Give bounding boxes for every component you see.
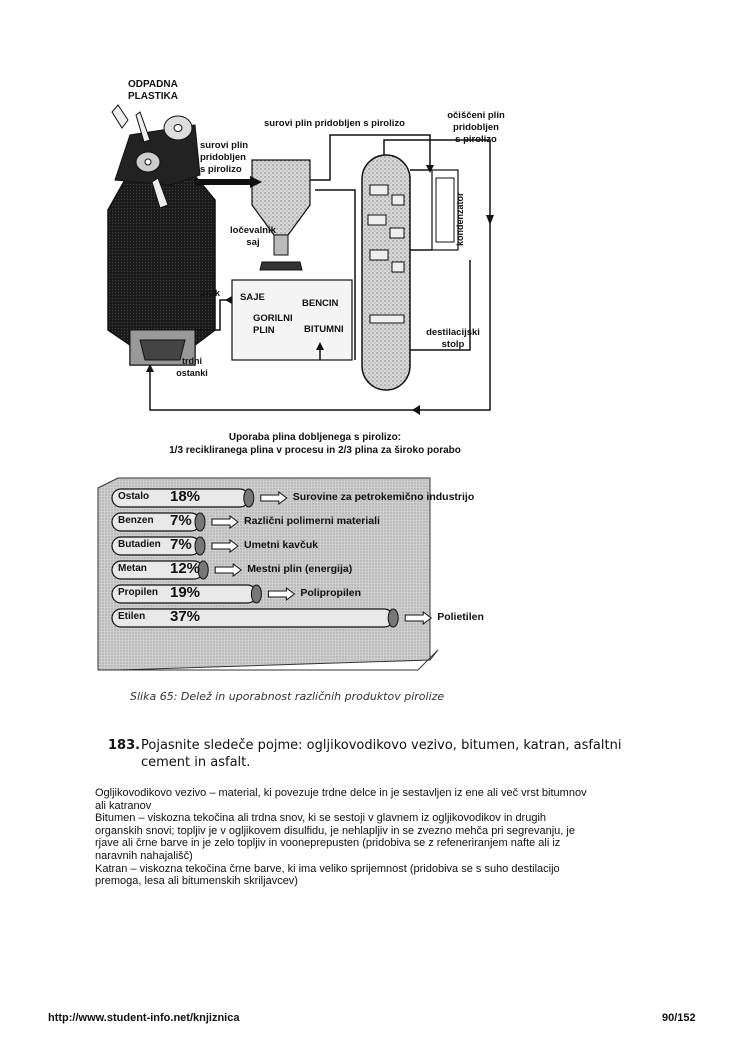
label-bitumen: BITUMNI [304,324,344,335]
pyrolysis-diagram [107,104,494,415]
product-arrow [267,587,296,601]
product-name: Butadien [118,539,161,550]
product-arrow [211,515,239,529]
answer-line: rjave ali črne barve in je zelo topljiv … [95,837,561,850]
product-arrow [260,491,288,505]
product-name: Etilen [118,611,146,622]
distillation-column [361,154,411,391]
label-residue: trdni ostanki [176,356,208,378]
product-cylinder [111,536,239,556]
products-chart [97,477,439,671]
label-usage-1: Uporaba plina dobljenega s pirolizo: [228,432,402,443]
product-percentage: 37% [170,608,201,625]
answer-block: Ogljikovodikovo vezivo – material, ki po… [95,787,650,888]
figure-caption: Slika 65: Delež in uporabnost različnih … [130,690,445,703]
product-name: Ostalo [118,491,150,502]
product-percentage: 19% [170,584,201,601]
product-cylinder [111,488,288,508]
product-arrow [214,563,243,577]
label-raw-gas-top: surovi plin pridobljen s pirolizo [264,118,405,129]
product-use: Umetni kavčuk [244,539,319,551]
label-waste-plastic: ODPADNA PLASTIKA [128,79,178,102]
label-usage-2: 1/3 recikliranega plina v procesu in 2/3… [169,445,461,456]
label-air: zrak [201,288,221,299]
product-name: Benzen [118,515,154,526]
label-clean-gas: očiščeni plin pridobljen s pirolizo [447,110,505,145]
label-separator: ločevalnik saj [230,225,276,248]
product-percentage: 12% [170,560,201,577]
page-number: 90/152 [662,1012,696,1024]
answer-line: ali katranov [95,799,152,812]
product-percentage: 7% [170,536,192,553]
product-name: Propilen [118,587,159,598]
answer-line: Bitumen – viskozna tekočina ali trdna sn… [95,812,547,825]
product-cylinder [111,560,243,580]
label-benzin: BENCIN [302,298,339,309]
product-percentage: 18% [170,488,201,505]
product-arrow [404,611,433,625]
product-use: Različni polimerni materiali [244,515,380,527]
product-arrow [211,539,239,553]
product-cylinder [111,512,239,532]
product-use: Polipropilen [300,587,362,599]
label-column: destilacijski stolp [426,327,480,350]
answer-line: naravnih nahajališč) [95,849,193,862]
answer-line: premoga, lesa ali bitumenskih skriljavce… [95,875,298,888]
product-use: Surovine za petrokemično industrijo [292,491,475,503]
answer-line: organskih snovi; topljiv je v ogljikovem… [95,824,575,837]
product-cylinder [111,608,433,628]
product-use: Mestni plin (energija) [247,563,353,575]
answer-line: Katran – viskozna tekočina črne barve, k… [95,862,560,875]
product-use: Polietilen [437,611,484,623]
label-raw-gas: surovi plin pridobljen s pirolizo [200,140,249,175]
question-number: 183. [108,738,141,753]
label-fuel-gas: GORILNI PLIN [253,313,293,336]
footer-link[interactable]: http://www.student-info.net/knjiznica [48,1012,240,1024]
label-soot: SAJE [240,292,265,303]
label-condenser: kondenzator [455,192,465,246]
answer-line: Ogljikovodikovo vezivo – material, ki po… [95,787,587,799]
question-text: Pojasnite sledeče pojme: ogljikovodikovo… [141,738,622,770]
products-box [231,279,353,361]
product-name: Metan [118,563,147,574]
product-percentage: 7% [170,512,192,529]
product-cylinder [111,584,296,604]
